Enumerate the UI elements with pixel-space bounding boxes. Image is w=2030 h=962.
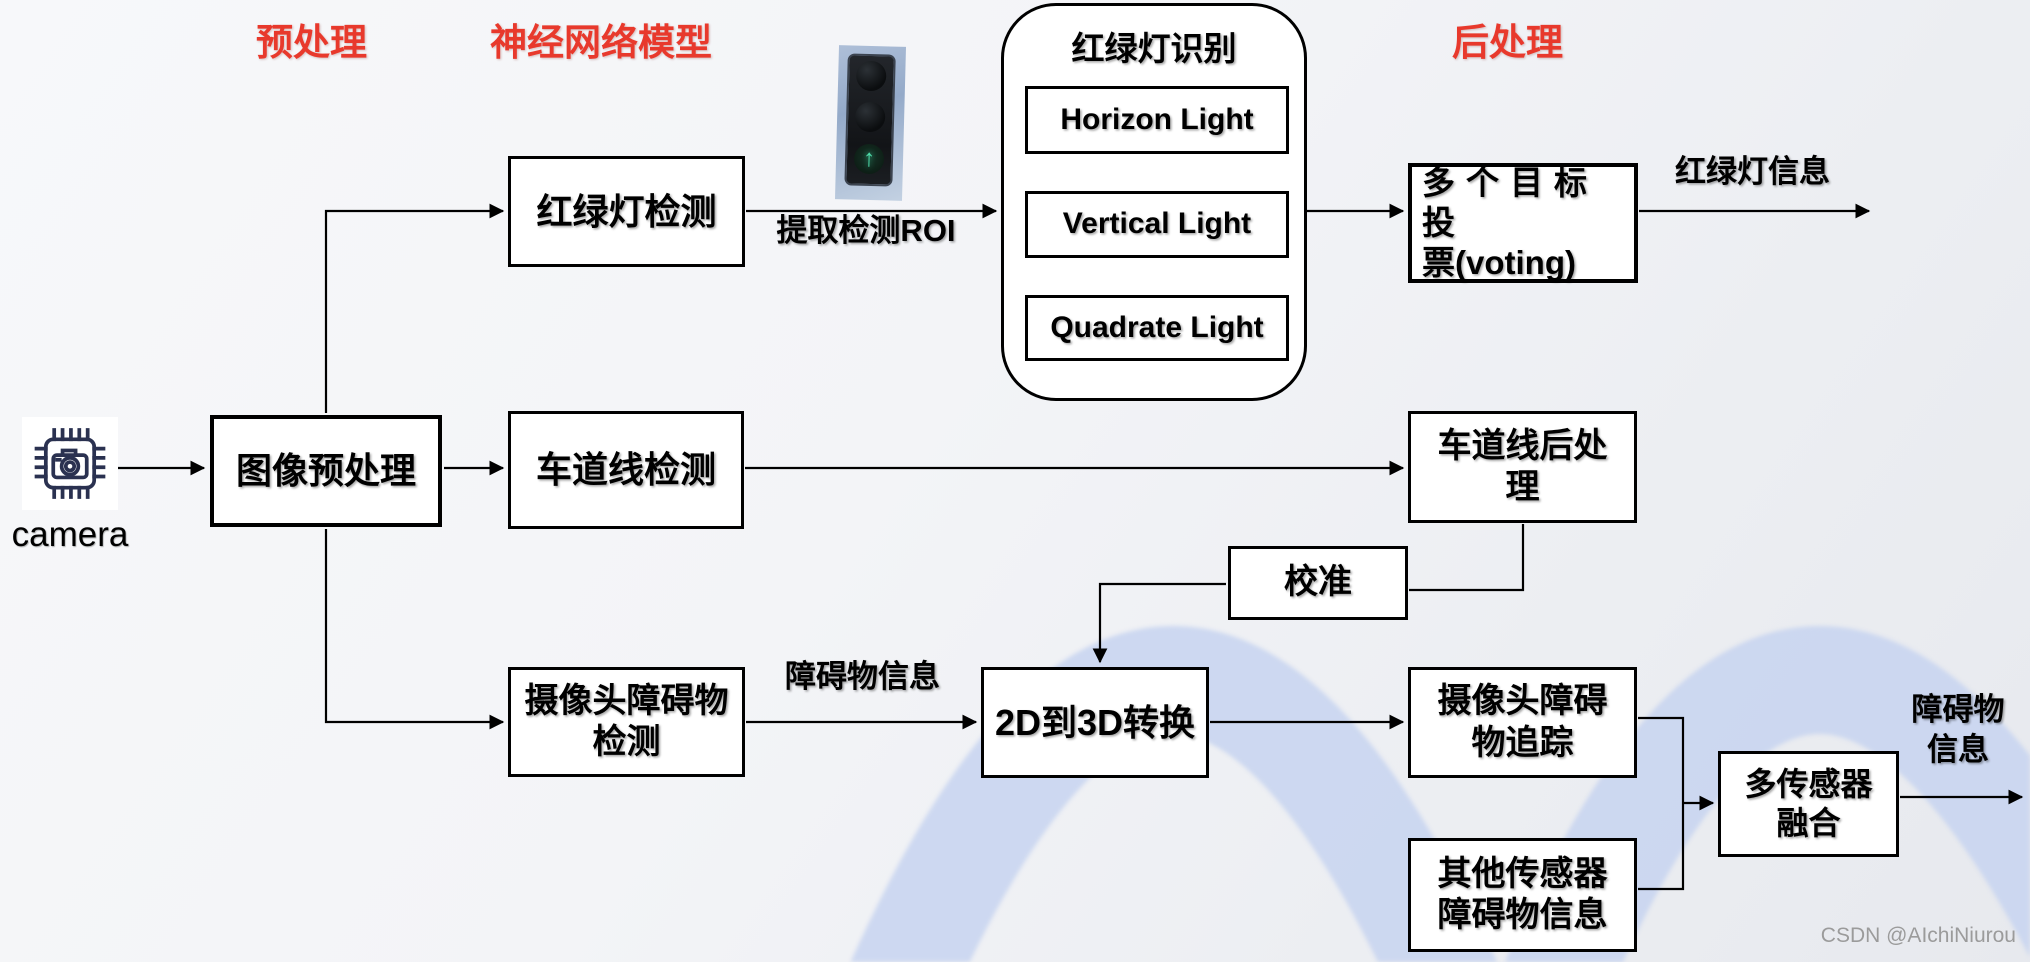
node-horizon-light-label: Horizon Light <box>1060 102 1254 136</box>
node-2d-to-3d: 2D到3D转换 <box>981 667 1209 778</box>
stage-header-postprocess: 后处理 <box>1452 22 1563 63</box>
node-multi-target-voting: 多个目标投 票(voting) <box>1408 163 1638 283</box>
node-voting-line1: 多个目标投 <box>1422 163 1598 241</box>
node-other-sensor-line2: 障碍物信息 <box>1437 896 1608 934</box>
edge-label-extract-roi: 提取检测ROI <box>776 213 956 248</box>
node-image-preprocess-label: 图像预处理 <box>235 450 416 492</box>
traffic-light-lamp-off-2 <box>854 101 886 133</box>
node-2d-to-3d-label: 2D到3D转换 <box>994 701 1196 743</box>
node-lane-postprocess-line2: 理 <box>1505 468 1540 506</box>
edge-imgpre-to-camobsdet <box>324 529 505 730</box>
node-horizon-light: Horizon Light <box>1025 86 1289 154</box>
node-other-sensor-obstacle: 其他传感器 障碍物信息 <box>1408 838 1637 952</box>
node-vertical-light: Vertical Light <box>1025 191 1289 258</box>
node-camera-obstacle-track-line2: 物追踪 <box>1471 723 1574 762</box>
node-multi-sensor-fusion: 多传感器 融合 <box>1718 751 1899 857</box>
stage-header-preprocess: 预处理 <box>256 22 367 63</box>
camera-chip-glyph <box>34 428 106 499</box>
node-camera-obstacle-track-line1: 摄像头障碍 <box>1437 682 1608 721</box>
node-camera-obstacle-detect-line2: 检测 <box>592 723 661 761</box>
edge-track-otherobs-trunk <box>1638 716 1685 891</box>
node-image-preprocess: 图像预处理 <box>210 415 442 527</box>
traffic-light-housing: ↑ <box>844 53 896 187</box>
node-lane-detect-label: 车道线检测 <box>535 449 716 491</box>
node-quadrate-light-label: Quadrate Light <box>1050 310 1264 344</box>
group-traffic-light-recognition: 红绿灯识别 Horizon Light Vertical Light Quadr… <box>1001 3 1307 401</box>
edge-label-obstacle-info-right-line1: 障碍物 <box>1911 692 2005 727</box>
node-quadrate-light: Quadrate Light <box>1025 295 1289 361</box>
node-fusion-line1: 多传感器 <box>1744 765 1873 802</box>
node-camera-obstacle-detect-line1: 摄像头障碍物 <box>524 681 729 720</box>
node-other-sensor-line1: 其他传感器 <box>1437 854 1608 893</box>
csdn-watermark: CSDN @AIchiNiurou <box>1820 924 2016 947</box>
edge-lanepost-to-calib <box>1409 524 1525 592</box>
edge-imgpre-to-tldet <box>324 203 505 413</box>
node-traffic-light-detect: 红绿灯检测 <box>508 156 745 267</box>
node-lane-postprocess: 车道线后处 理 <box>1408 411 1637 523</box>
edge-label-obstacle-info-right: 障碍物 信息 <box>1900 690 2016 771</box>
node-fusion-line2: 融合 <box>1776 805 1841 841</box>
green-arrow-glyph: ↑ <box>862 144 876 173</box>
node-traffic-light-detect-label: 红绿灯检测 <box>536 190 717 232</box>
node-calibration: 校准 <box>1228 546 1408 620</box>
node-voting-line2: 票(voting) <box>1422 244 1576 282</box>
edge-calib-to-conv <box>1092 582 1226 664</box>
node-camera-obstacle-track: 摄像头障碍 物追踪 <box>1408 667 1637 778</box>
group-title: 红绿灯识别 <box>1071 30 1237 67</box>
traffic-light-green-arrow: ↑ <box>853 143 885 175</box>
node-camera-obstacle-detect: 摄像头障碍物 检测 <box>508 667 745 777</box>
traffic-light-lamp-off-1 <box>855 60 887 92</box>
node-lane-detect: 车道线检测 <box>508 411 744 529</box>
edge-label-obstacle-info-mid: 障碍物信息 <box>785 659 940 694</box>
node-lane-postprocess-line1: 车道线后处 <box>1437 426 1608 465</box>
camera-chip-icon <box>22 417 118 510</box>
stage-header-nn-model: 神经网络模型 <box>490 22 712 63</box>
edge-label-obstacle-info-right-line2: 信息 <box>1927 732 1989 768</box>
edge-label-traffic-light-info: 红绿灯信息 <box>1675 154 1830 189</box>
node-vertical-light-label: Vertical Light <box>1062 207 1252 241</box>
camera-source-label: camera <box>11 515 129 554</box>
node-calibration-label: 校准 <box>1284 563 1352 602</box>
traffic-light-photo: ↑ <box>834 45 907 201</box>
